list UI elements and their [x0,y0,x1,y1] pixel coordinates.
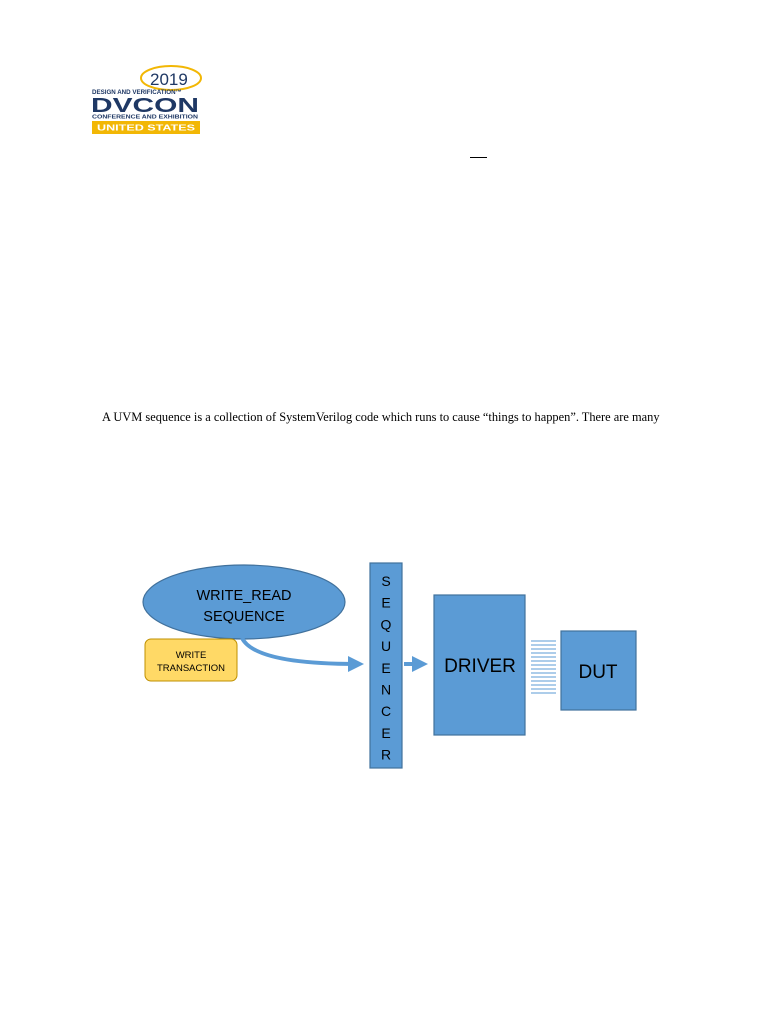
sequencer-letter: N [381,682,391,698]
logo-subtitle: CONFERENCE AND EXHIBITION [92,115,198,121]
logo-ring [140,65,202,91]
logo-name: DVCON [91,95,199,117]
intro-paragraph: A UVM sequence is a collection of System… [102,410,660,424]
logo-region: UNITED STATES [97,124,196,133]
sequencer-letter: S [381,573,390,589]
sequencer-letter: E [381,660,390,676]
sequence-label-line1: WRITE_READ [196,588,291,604]
dut-box [560,630,637,711]
sequencer-letter: R [381,747,391,763]
transaction-label-line2: TRANSACTION [157,663,225,674]
sequencer-letter: E [381,725,390,741]
driver-box [433,594,526,736]
sequencer-letter: C [381,703,391,719]
logo-year: 2019 [150,70,188,89]
sequencer-letter: E [381,595,390,611]
sequence-to-sequencer-arrow [240,636,364,672]
header-rule [470,157,487,158]
interface-bus [531,640,556,694]
sequencer-letter: Q [381,616,392,632]
logo-banner [92,121,200,134]
logo-tagline: DESIGN AND VERIFICATION™ [92,89,182,96]
sequencer-letter: U [381,638,391,654]
dut-label: DUT [578,662,617,683]
dvcon-logo: 2019 DESIGN AND VERIFICATION™ DVCON CONF… [91,65,202,134]
write-transaction-box [144,638,238,682]
driver-label: DRIVER [444,656,516,677]
sequencer-bar [369,562,403,769]
transaction-label-line1: WRITE [176,650,207,661]
sequence-label-line2: SEQUENCE [203,609,285,625]
